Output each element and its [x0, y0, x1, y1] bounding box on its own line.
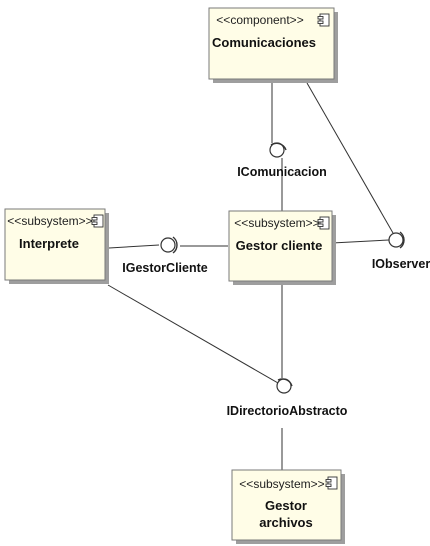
interface-ball — [160, 237, 176, 253]
subsystem-gestor-cliente: <<subsystem>> Gestor cliente — [228, 210, 336, 285]
gestor-cliente-stereotype: <<subsystem>> — [234, 216, 319, 230]
icomunicacion-label: IComunicacion — [237, 165, 327, 179]
connector-comunicaciones-iobserver — [306, 82, 394, 234]
interface-ball — [388, 232, 404, 248]
subsystem-interprete: <<subsystem>> Interprete — [4, 208, 109, 284]
gestor-archivos-name-line2: archivos — [259, 515, 312, 530]
interface-igestorcliente: IGestorCliente — [122, 236, 208, 275]
comunicaciones-name: Comunicaciones — [212, 35, 316, 50]
interface-socket — [277, 378, 293, 387]
gestor-cliente-name: Gestor cliente — [236, 238, 323, 253]
component-icon — [325, 476, 338, 490]
interprete-stereotype: <<subsystem>> — [7, 214, 92, 228]
comunicaciones-stereotype: <<component>> — [216, 13, 303, 27]
connector-interprete-idirectorio — [107, 284, 279, 384]
component-icon — [317, 13, 330, 27]
interface-socket — [270, 142, 287, 151]
gestor-archivos-stereotype: <<subsystem>> — [239, 477, 324, 491]
igestorcliente-label: IGestorCliente — [122, 261, 207, 275]
gestor-archivos-name-line1: Gestor — [265, 498, 307, 513]
component-comunicaciones: <<component>> Comunicaciones — [208, 7, 338, 83]
idirectorioabstracto-label: IDirectorioAbstracto — [227, 404, 348, 418]
interface-socket — [399, 231, 405, 249]
subsystem-gestor-archivos: <<subsystem>> Gestor archivos — [231, 469, 345, 544]
connector-gestor-cliente-iobserver — [331, 239, 390, 244]
iobserver-label: IObserver — [372, 257, 430, 271]
component-icon — [317, 216, 330, 230]
interface-icomunicacion: IComunicacion — [237, 142, 327, 179]
interprete-name: Interprete — [19, 236, 79, 251]
component-icon — [91, 214, 104, 228]
interface-idirectorioabstracto: IDirectorioAbstracto — [227, 378, 348, 418]
interface-socket — [172, 236, 178, 254]
connector-interprete-igestorcliente — [108, 244, 160, 249]
interface-iobserver: IObserver — [372, 231, 430, 271]
